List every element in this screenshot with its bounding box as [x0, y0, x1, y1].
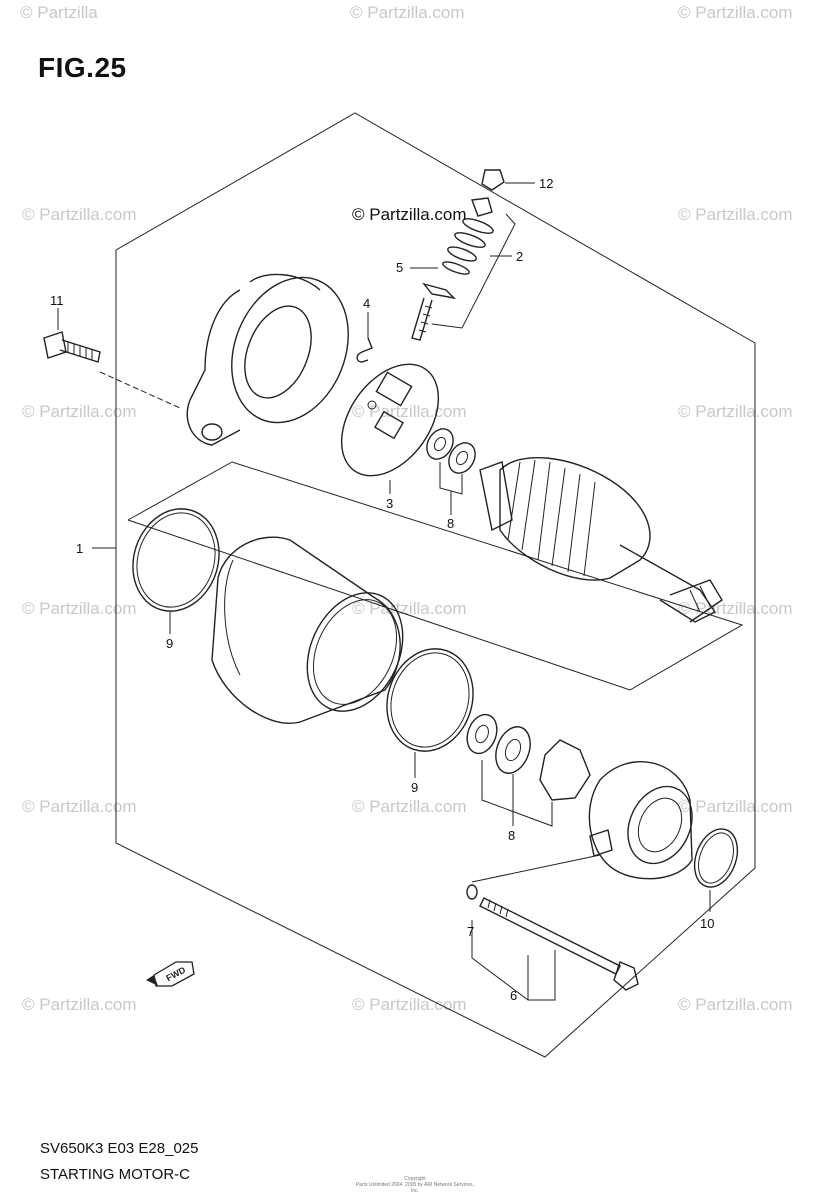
o-ring-9-upper-inner [136, 512, 216, 608]
callout-3: 3 [386, 496, 393, 511]
callout-7: 7 [467, 924, 474, 939]
diagram-name: STARTING MOTOR-C [40, 1166, 190, 1183]
callout-6: 6 [510, 988, 517, 1003]
watermark-text: © Partzilla.com [22, 402, 137, 421]
watermark-layer: © Partzilla © Partzilla.com © Partzilla.… [20, 3, 793, 1014]
armature-group-box [127, 461, 744, 691]
callout-9b: 9 [411, 780, 418, 795]
clip-4 [356, 337, 373, 363]
watermark-text: © Partzilla.com [352, 995, 467, 1014]
callout-1: 1 [76, 541, 83, 556]
watermark-text: © Partzilla.com [678, 205, 793, 224]
washer-set-8-upper [426, 428, 476, 515]
brush-holder-3 [340, 363, 440, 477]
callout-11: 11 [50, 293, 64, 308]
watermark-text: © Partzilla.com [22, 995, 137, 1014]
bolt-11 [43, 331, 181, 409]
washer-set-8-lower [466, 713, 591, 827]
watermark-text: © Partzilla [20, 3, 98, 22]
watermark-text: © Partzilla.com [22, 205, 137, 224]
yoke-housing [211, 536, 404, 724]
copyright-line-2: Parts Unlimited 2004. 2005 by ARI Networ… [355, 1182, 475, 1194]
watermark-text: © Partzilla.com [678, 402, 793, 421]
watermark-text: © Partzilla.com [678, 797, 793, 816]
fwd-arrow-icon: FWD [146, 961, 195, 987]
armature [479, 456, 723, 623]
callout-2: 2 [516, 249, 523, 264]
rear-bracket [186, 273, 349, 446]
callout-4: 4 [363, 296, 370, 311]
watermark-text: © Partzilla.com [352, 797, 467, 816]
assembly-boundary [115, 112, 756, 1058]
callout-10: 10 [700, 916, 714, 931]
o-ring-10 [693, 828, 739, 888]
o-ring-9-upper [132, 508, 220, 612]
model-code: SV650K3 E03 E28_025 [40, 1140, 199, 1157]
watermark-text: © Partzilla.com [678, 995, 793, 1014]
watermark-text: © Partzilla.com [678, 3, 793, 22]
o-ring-9-lower-inner [390, 652, 470, 748]
callout-12: 12 [539, 176, 553, 191]
callout-labels: 12 2 5 4 11 3 8 1 9 9 8 10 7 6 [50, 176, 714, 1003]
figure-title: FIG.25 [38, 52, 127, 83]
callout-9a: 9 [166, 636, 173, 651]
copyright-notice: Copyright Parts Unlimited 2004. 2005 by … [355, 1176, 475, 1194]
watermark-text: © Partzilla.com [350, 3, 465, 22]
o-ring-9-lower [386, 648, 474, 752]
watermark-text-dark: © Partzilla.com [352, 205, 467, 224]
callout-8b: 8 [508, 828, 515, 843]
callout-8a: 8 [447, 516, 454, 531]
through-bolt-6 [466, 884, 639, 1001]
front-bracket [471, 761, 693, 883]
copyright-line-1: Copyright [404, 1176, 426, 1182]
terminal-kit-2 [411, 169, 516, 341]
callout-5: 5 [396, 260, 403, 275]
o-ring-10-inner [698, 832, 734, 884]
watermark-text: © Partzilla.com [352, 402, 467, 421]
watermark-text: © Partzilla.com [22, 797, 137, 816]
watermark-text: © Partzilla.com [22, 599, 137, 618]
